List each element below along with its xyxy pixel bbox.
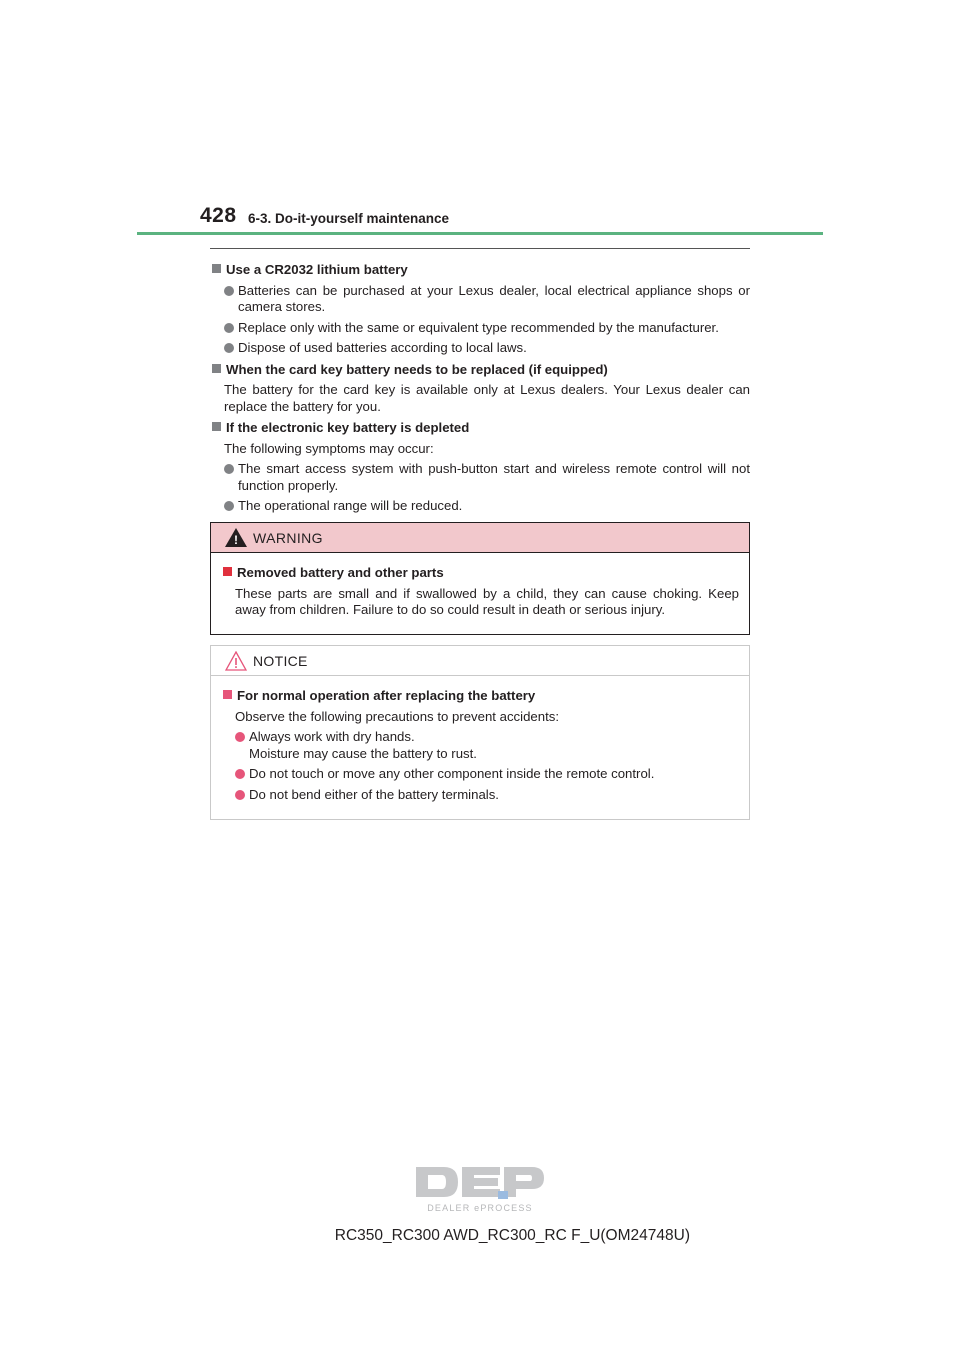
manual-code: RC350_RC300 AWD_RC300_RC F_U(OM24748U) bbox=[334, 1227, 690, 1244]
section-heading: When the card key battery needs to be re… bbox=[210, 362, 750, 379]
heading-text: If the electronic key battery is deplete… bbox=[226, 420, 470, 435]
caution-triangle-icon bbox=[224, 650, 248, 671]
list-item-text: The operational range will be reduced. bbox=[238, 498, 463, 513]
paragraph: The battery for the card key is availabl… bbox=[224, 382, 750, 414]
dot-bullet-icon bbox=[235, 732, 245, 742]
main-content: Use a CR2032 lithium battery Batteries c… bbox=[210, 257, 750, 515]
dot-bullet-icon bbox=[224, 343, 234, 353]
list-item-text: Batteries can be purchased at your Lexus… bbox=[238, 282, 750, 315]
warning-header: WARNING bbox=[211, 523, 749, 553]
square-bullet-icon bbox=[212, 264, 221, 273]
dot-bullet-icon bbox=[224, 285, 234, 296]
square-bullet-icon bbox=[212, 363, 221, 373]
content-rule bbox=[210, 248, 750, 249]
heading-text: Use a CR2032 lithium battery bbox=[226, 262, 408, 277]
section-title: 6-3. Do-it-yourself maintenance bbox=[248, 211, 450, 226]
dot-bullet-icon bbox=[224, 464, 234, 474]
list-item-text: Do not bend either of the battery termin… bbox=[249, 786, 499, 802]
warning-label: WARNING bbox=[253, 529, 323, 546]
warning-body: Removed battery and other parts These pa… bbox=[211, 553, 749, 619]
notice-box: NOTICE For normal operation after replac… bbox=[210, 645, 750, 820]
list-item: The operational range will be reduced. bbox=[210, 498, 750, 515]
section-heading: If the electronic key battery is deplete… bbox=[210, 420, 750, 437]
dot-bullet-icon bbox=[224, 501, 234, 511]
list-item: Dispose of used batteries according to l… bbox=[210, 340, 750, 357]
list-item-text: Replace only with the same or equivalent… bbox=[238, 319, 719, 335]
warning-text: These parts are small and if swallowed b… bbox=[235, 585, 739, 618]
section-heading: Use a CR2032 lithium battery bbox=[210, 262, 750, 279]
list-item: Batteries can be purchased at your Lexus… bbox=[210, 283, 750, 316]
list-item-text: The smart access system with push-button… bbox=[238, 461, 750, 493]
heading-text: Removed battery and other parts bbox=[237, 565, 444, 580]
header-rule bbox=[137, 232, 823, 235]
square-bullet-icon bbox=[223, 690, 232, 699]
page-header: 428 6-3. Do-it-yourself maintenance bbox=[0, 0, 960, 249]
list-item: Replace only with the same or equivalent… bbox=[210, 320, 750, 337]
warning-heading: Removed battery and other parts bbox=[221, 565, 739, 582]
notice-label: NOTICE bbox=[253, 652, 308, 669]
notice-heading: For normal operation after replacing the… bbox=[221, 688, 739, 705]
notice-header: NOTICE bbox=[211, 646, 749, 676]
heading-text: For normal operation after replacing the… bbox=[237, 688, 536, 703]
page-number: 428 bbox=[200, 204, 237, 227]
list-item: Do not bend either of the battery termin… bbox=[221, 787, 739, 804]
paragraph: The following symptoms may occur: bbox=[224, 440, 434, 456]
square-bullet-icon bbox=[223, 567, 232, 576]
warning-box: WARNING Removed battery and other parts … bbox=[210, 522, 750, 635]
warning-triangle-icon bbox=[225, 528, 247, 547]
notice-text: Observe the following precautions to pre… bbox=[235, 708, 560, 724]
list-item: Do not touch or move any other component… bbox=[221, 766, 739, 783]
svg-text:DEALER ePROCESS: DEALER ePROCESS bbox=[427, 1203, 533, 1213]
heading-text: When the card key battery needs to be re… bbox=[226, 361, 608, 377]
notice-body: For normal operation after replacing the… bbox=[211, 676, 749, 803]
dot-bullet-icon bbox=[235, 769, 245, 779]
list-item: The smart access system with push-button… bbox=[210, 461, 750, 494]
list-item: Always work with dry hands. Moisture may… bbox=[221, 729, 739, 762]
dep-logo: DEALER ePROCESS bbox=[414, 1163, 546, 1215]
dot-bullet-icon bbox=[224, 322, 234, 333]
dot-bullet-icon bbox=[235, 789, 245, 800]
list-item-text: Always work with dry hands. Moisture may… bbox=[249, 729, 477, 761]
square-bullet-icon bbox=[212, 422, 221, 431]
list-item-text: Do not touch or move any other component… bbox=[249, 766, 655, 781]
list-item-text: Dispose of used batteries according to l… bbox=[238, 340, 527, 355]
